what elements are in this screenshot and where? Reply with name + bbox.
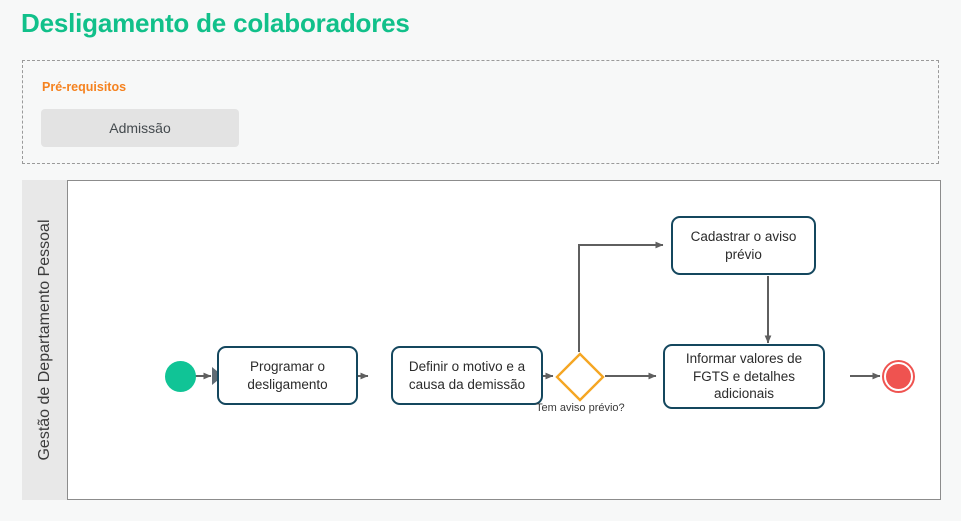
task-cadastrar-o-aviso-previo[interactable]: Cadastrar o aviso prévio xyxy=(671,216,816,275)
task-definir-o-motivo[interactable]: Definir o motivo e a causa da demissão xyxy=(391,346,543,405)
lane-label: Gestão de Departamento Pessoal xyxy=(35,219,53,461)
task-label: Cadastrar o aviso prévio xyxy=(690,228,797,262)
task-label: Informar valores de FGTS e detalhes adic… xyxy=(685,350,803,402)
prerequisites-panel: Pré-requisitos Admissão xyxy=(22,60,939,164)
gateway-label: Tem aviso prévio? xyxy=(536,402,625,414)
diagram-canvas: Programar o desligamento Definir o motiv… xyxy=(67,180,941,500)
end-event[interactable] xyxy=(884,362,913,391)
task-label: Programar o desligamento xyxy=(247,358,328,392)
lane-header: Gestão de Departamento Pessoal xyxy=(22,180,67,500)
task-programar-o-desligamento[interactable]: Programar o desligamento xyxy=(217,346,358,405)
prerequisite-item-admissao[interactable]: Admissão xyxy=(41,109,239,147)
gateway-tem-aviso-previo[interactable] xyxy=(555,352,605,402)
task-informar-valores-fgts[interactable]: Informar valores de FGTS e detalhes adic… xyxy=(663,344,825,409)
page-title: Desligamento de colaboradores xyxy=(21,8,410,38)
start-event[interactable] xyxy=(165,361,196,392)
process-lane: Gestão de Departamento Pessoal xyxy=(22,180,941,500)
task-label: Definir o motivo e a causa da demissão xyxy=(408,358,526,392)
prerequisites-heading: Pré-requisitos xyxy=(42,80,127,94)
